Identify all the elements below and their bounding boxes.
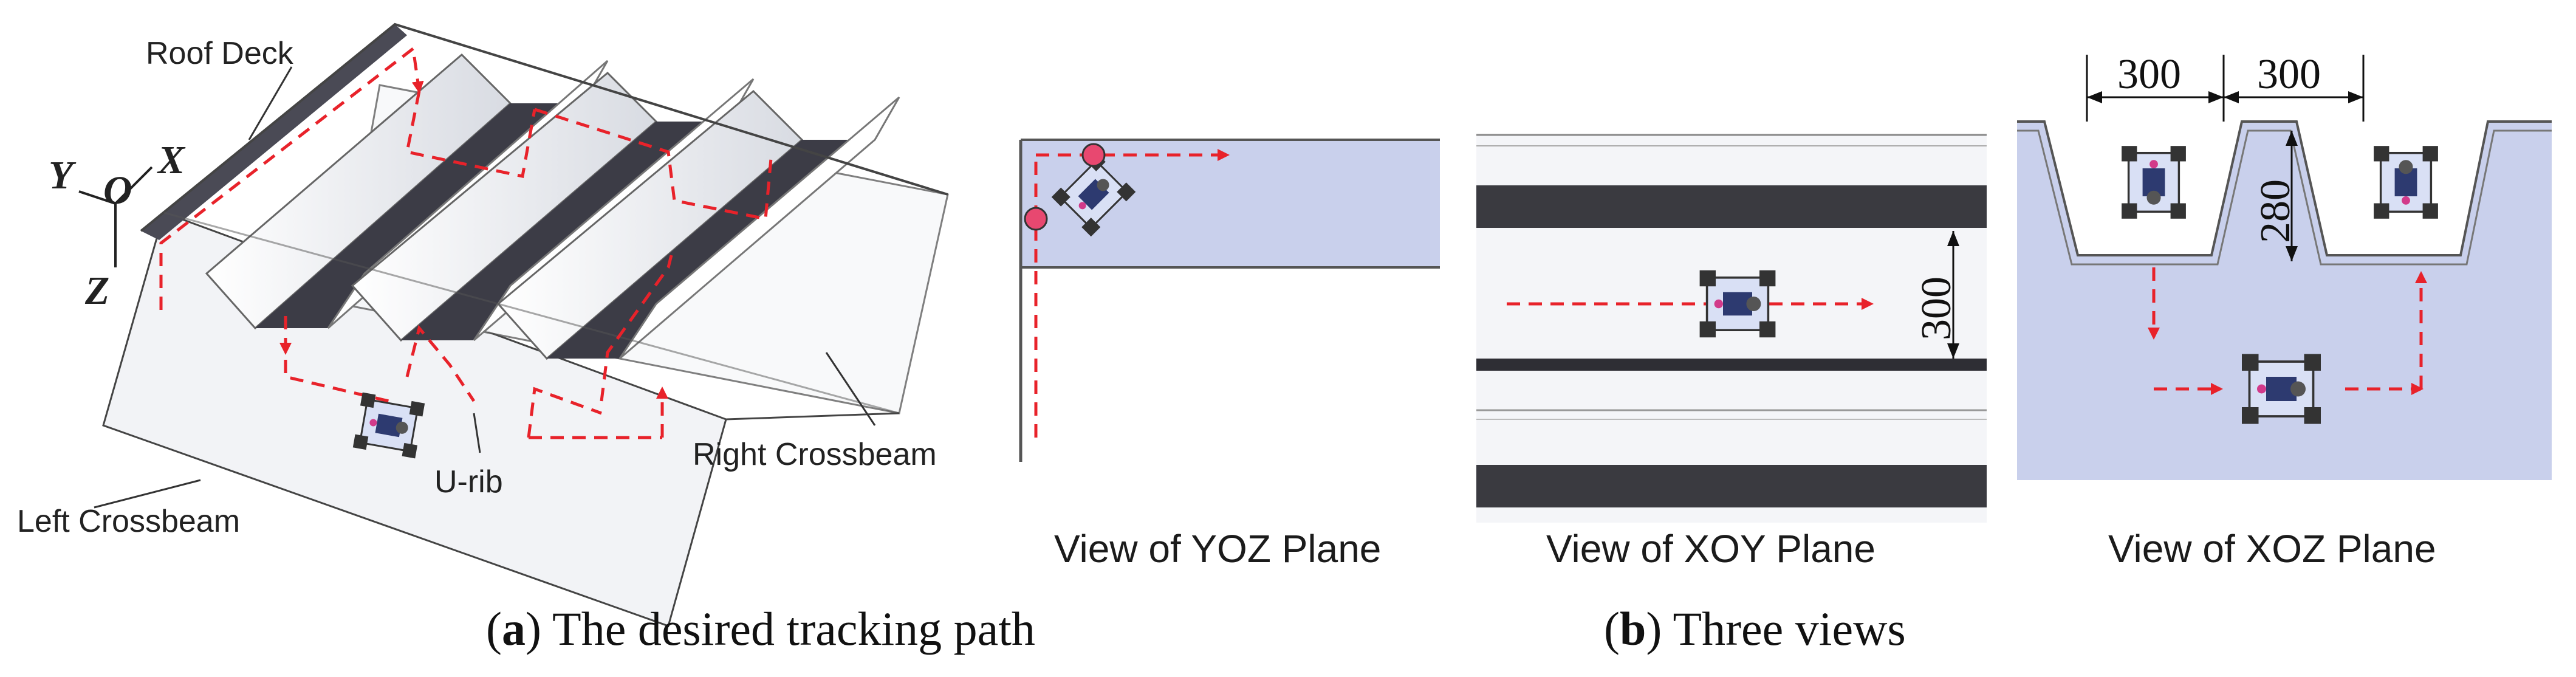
xoy-rib-bottom xyxy=(1476,465,1987,507)
axis-gizmo: Y O X Z xyxy=(49,138,186,313)
robot-icon xyxy=(2120,145,2187,220)
tracking-path-3d xyxy=(159,46,773,439)
u-rib-label: U-rib xyxy=(434,464,503,500)
roof-deck-label: Roof Deck xyxy=(146,36,294,71)
xoz-dim-300-right: 300 xyxy=(2257,51,2321,98)
right-crossbeam-label: Right Crossbeam xyxy=(693,437,937,472)
axis-z-label: Z xyxy=(84,269,109,313)
xoy-rib-middle xyxy=(1476,359,1987,371)
robot-icon xyxy=(2241,352,2322,425)
yoz-path xyxy=(1034,149,1230,438)
left-crossbeam-label: Left Crossbeam xyxy=(17,504,240,539)
caption-a: (a) The desired tracking path xyxy=(486,602,1035,655)
panel-yoz-view: View of YOZ Plane xyxy=(1019,139,1440,571)
xoz-dim-280: 280 xyxy=(2252,179,2299,243)
axis-o-label: O xyxy=(103,168,132,213)
xoz-path xyxy=(2148,267,2427,395)
caption-b: (b) Three views xyxy=(1604,602,1906,655)
axis-y-label: Y xyxy=(49,153,77,198)
panel-a-3d-view: Y O X Z Roof Deck Left Crossbeam Right C… xyxy=(17,22,949,627)
panel-xoz-view: 300 300 280 View of XOZ Plane xyxy=(2017,51,2552,571)
axis-x-label: X xyxy=(157,138,186,182)
view-yoz-title: View of YOZ Plane xyxy=(1054,527,1381,571)
view-xoz-title: View of XOZ Plane xyxy=(2108,527,2436,571)
panel-xoy-view: 300 View of XOY Plane xyxy=(1476,134,1987,571)
robot-icon xyxy=(352,391,426,459)
xoy-dim-300: 300 xyxy=(1913,277,1960,340)
u-rib-group xyxy=(205,53,900,360)
xoz-dim-300-left: 300 xyxy=(2117,51,2181,98)
roof-deck xyxy=(141,24,407,240)
robot-icon xyxy=(2372,145,2439,220)
xoy-rib-top xyxy=(1476,185,1987,228)
view-xoy-title: View of XOY Plane xyxy=(1546,527,1875,571)
robot-icon xyxy=(1698,269,1777,339)
